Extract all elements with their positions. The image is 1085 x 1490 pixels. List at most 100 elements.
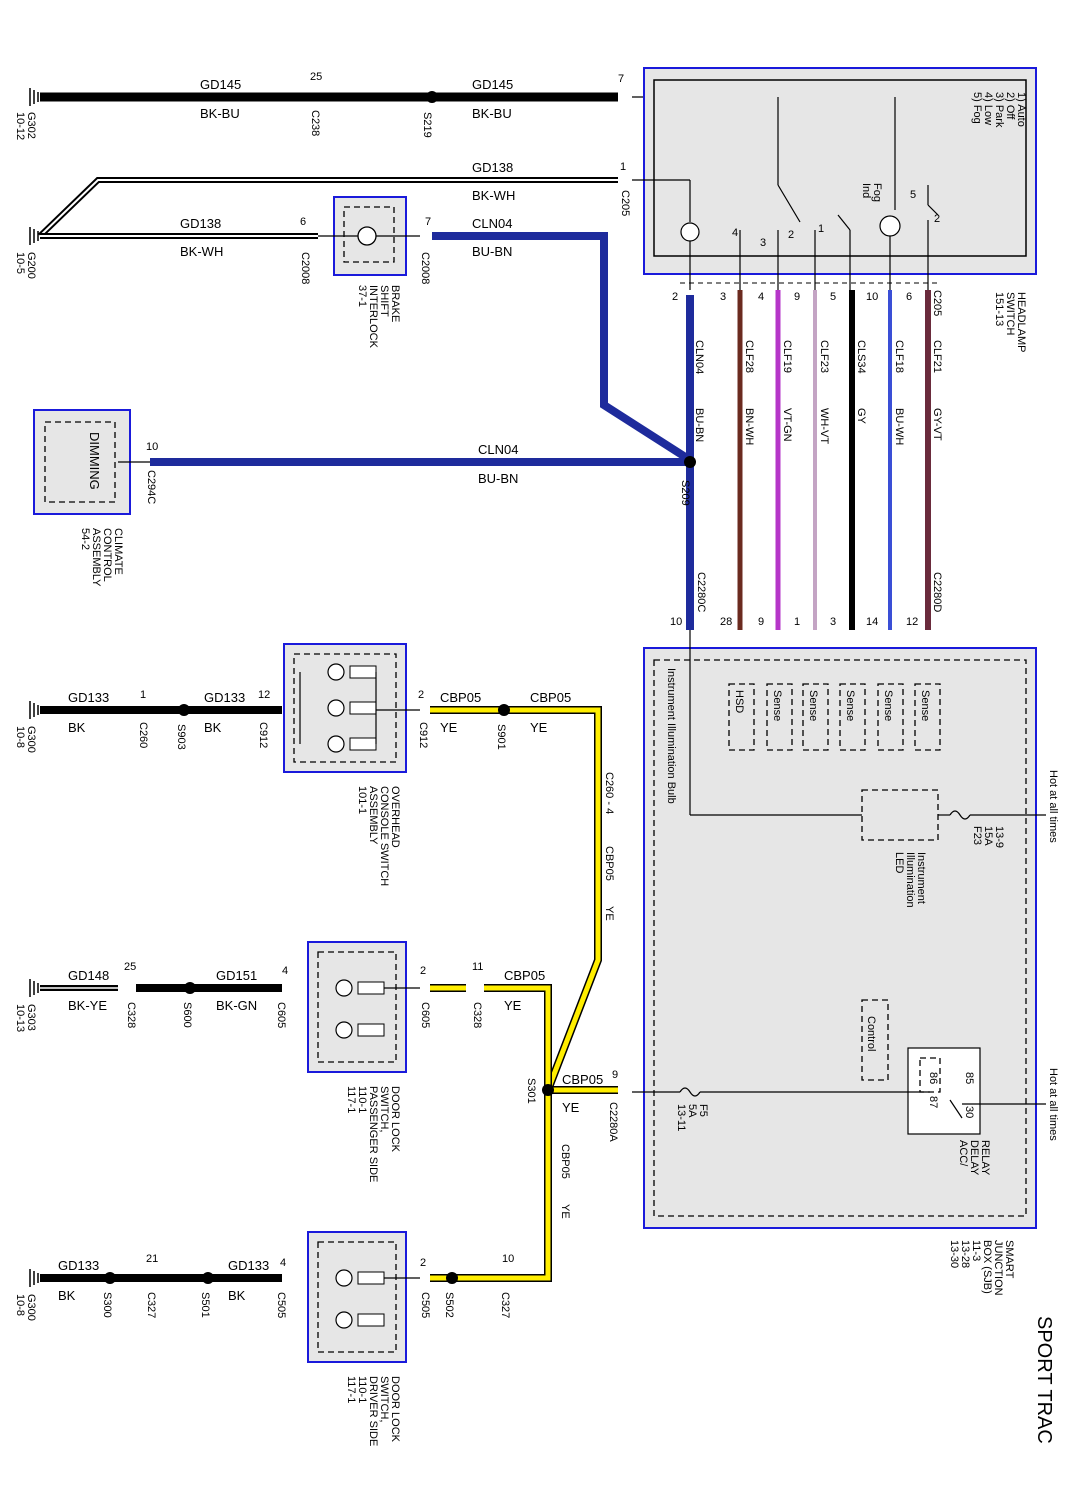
svg-text:YE: YE — [504, 998, 522, 1013]
splice-s300: S300 — [101, 1292, 113, 1318]
svg-text:11-3: 11-3 — [970, 1240, 982, 1261]
connector-c260: C260 — [137, 722, 149, 748]
svg-text:DOOR LOCK: DOOR LOCK — [389, 1376, 401, 1443]
svg-text:YE: YE — [559, 1204, 571, 1219]
sense-label-3: Sense — [844, 690, 856, 721]
svg-text:CBP05: CBP05 — [504, 968, 545, 983]
connector-c605-a: C605 — [275, 1002, 287, 1028]
svg-text:G300: G300 — [25, 726, 37, 753]
svg-text:5) Fog: 5) Fog — [971, 92, 983, 124]
connector-c205-row: 2 3 4 9 5 10 6 C205 — [672, 282, 943, 316]
svg-text:3: 3 — [720, 291, 726, 303]
svg-text:WH-VT: WH-VT — [818, 408, 830, 444]
svg-text:HEADLAMP: HEADLAMP — [1015, 292, 1027, 353]
svg-text:G200: G200 — [25, 252, 37, 279]
svg-text:10-8: 10-8 — [14, 1294, 26, 1316]
svg-text:4: 4 — [282, 965, 288, 977]
wire-label-cln04-b: CLN04 — [478, 442, 518, 457]
wire-color-bk-wh-a: BK-WH — [472, 188, 515, 203]
svg-text:9: 9 — [612, 1069, 618, 1081]
svg-text:BK: BK — [228, 1288, 246, 1303]
svg-text:GD133: GD133 — [68, 690, 109, 705]
svg-text:1) Auto: 1) Auto — [1015, 92, 1027, 127]
pin-25-c238: 25 — [310, 71, 322, 83]
svg-text:SWITCH,: SWITCH, — [378, 1376, 390, 1422]
svg-text:3) Park: 3) Park — [993, 92, 1005, 128]
svg-text:5: 5 — [910, 189, 916, 201]
svg-text:86: 86 — [927, 1072, 939, 1084]
sense-label-4: Sense — [882, 690, 894, 721]
control-label: Control — [865, 1016, 877, 1051]
pin-6-c2008: 6 — [300, 216, 306, 228]
title-group: SPORT TRAC — [1033, 1316, 1055, 1444]
svg-text:GD133: GD133 — [204, 690, 245, 705]
s301-junction: S301 CBP05 YE 9 C2280A CBP05 YE — [512, 1069, 619, 1282]
ground-g300-a: G300 10-8 — [14, 701, 39, 753]
climate-control-assembly: DIMMING CLIMATE CONTROL ASSEMBLY 54-2 — [33, 409, 150, 587]
svg-text:GY: GY — [855, 408, 867, 425]
connector-c2280c: C2280C — [695, 572, 707, 612]
svg-text:25: 25 — [124, 961, 136, 973]
svg-text:BK: BK — [68, 720, 86, 735]
svg-text:DRIVER SIDE: DRIVER SIDE — [367, 1376, 379, 1446]
svg-text:2: 2 — [420, 1257, 426, 1269]
svg-text:12: 12 — [258, 689, 270, 701]
svg-text:10-8: 10-8 — [14, 726, 26, 748]
svg-text:GY-VT: GY-VT — [931, 408, 943, 441]
ground-g303: G303 10-13 — [14, 979, 39, 1032]
connector-c328-b: C328 — [471, 1002, 483, 1028]
svg-text:ASSEMBLY: ASSEMBLY — [367, 786, 379, 845]
svg-text:2: 2 — [420, 965, 426, 977]
svg-text:BK: BK — [204, 720, 222, 735]
splice-s301: S301 — [525, 1078, 537, 1104]
connector-c205-b: C205 — [931, 290, 943, 316]
svg-text:3: 3 — [830, 616, 836, 628]
connector-c2008-a: C2008 — [299, 252, 311, 284]
sense-label-1: Sense — [771, 690, 783, 721]
wire-color-bk-bu-a: BK-BU — [200, 106, 240, 121]
ground-g200: G200 10-5 — [14, 227, 39, 279]
svg-text:RELAY: RELAY — [979, 1140, 991, 1176]
svg-text:12: 12 — [906, 616, 918, 628]
connector-c505-a: C505 — [275, 1292, 287, 1318]
vertical-harness: CLN04 BU-BN CLF28 BN-WH CLF19 VT-GN CLF2… — [670, 290, 943, 630]
svg-text:15A: 15A — [982, 826, 994, 846]
svg-text:10: 10 — [502, 1253, 514, 1265]
svg-text:VT-GN: VT-GN — [781, 408, 793, 442]
svg-text:13-11: 13-11 — [675, 1104, 687, 1131]
svg-text:BN-WH: BN-WH — [743, 408, 755, 445]
svg-text:INTERLOCK: INTERLOCK — [367, 285, 379, 349]
wire-color-bk-wh-b: BK-WH — [180, 244, 223, 259]
svg-text:28: 28 — [720, 616, 732, 628]
brake-shift-interlock: BRAKE SHIFT INTERLOCK 37-1 — [318, 196, 420, 349]
svg-text:GD133: GD133 — [58, 1258, 99, 1273]
svg-text:110-1: 110-1 — [356, 1086, 368, 1113]
svg-text:10-12: 10-12 — [14, 112, 26, 140]
svg-text:CLF23: CLF23 — [818, 340, 830, 373]
svg-text:G300: G300 — [25, 1294, 37, 1321]
svg-text:10-13: 10-13 — [14, 1004, 26, 1032]
wire-color-bk-bu-b: BK-BU — [472, 106, 512, 121]
splice-s209: S209 — [679, 480, 691, 506]
svg-text:JUNCTION: JUNCTION — [992, 1240, 1004, 1296]
sense-label-2: Sense — [807, 690, 819, 721]
svg-text:CONSOLE SWITCH: CONSOLE SWITCH — [378, 786, 390, 886]
connector-c605-b: C605 — [419, 1002, 431, 1028]
svg-text:6: 6 — [906, 291, 912, 303]
svg-text:11: 11 — [472, 961, 483, 973]
svg-text:87: 87 — [927, 1096, 939, 1108]
svg-text:G302: G302 — [25, 112, 37, 139]
pin-7-c2008: 7 — [425, 216, 431, 228]
sense-label-5: Sense — [919, 690, 931, 721]
wire-label-gd138-a: GD138 — [472, 160, 513, 175]
svg-text:9: 9 — [794, 291, 800, 303]
svg-text:Ind: Ind — [860, 183, 872, 198]
splice-s502: S502 — [443, 1292, 455, 1318]
svg-text:YE: YE — [530, 720, 548, 735]
svg-text:1: 1 — [794, 616, 800, 628]
svg-text:CBP05: CBP05 — [530, 690, 571, 705]
splice-s903: S903 — [175, 724, 187, 750]
wire-label-gd138-b: GD138 — [180, 216, 221, 231]
svg-text:BOX (SJB): BOX (SJB) — [981, 1240, 993, 1294]
svg-text:85: 85 — [963, 1072, 975, 1084]
